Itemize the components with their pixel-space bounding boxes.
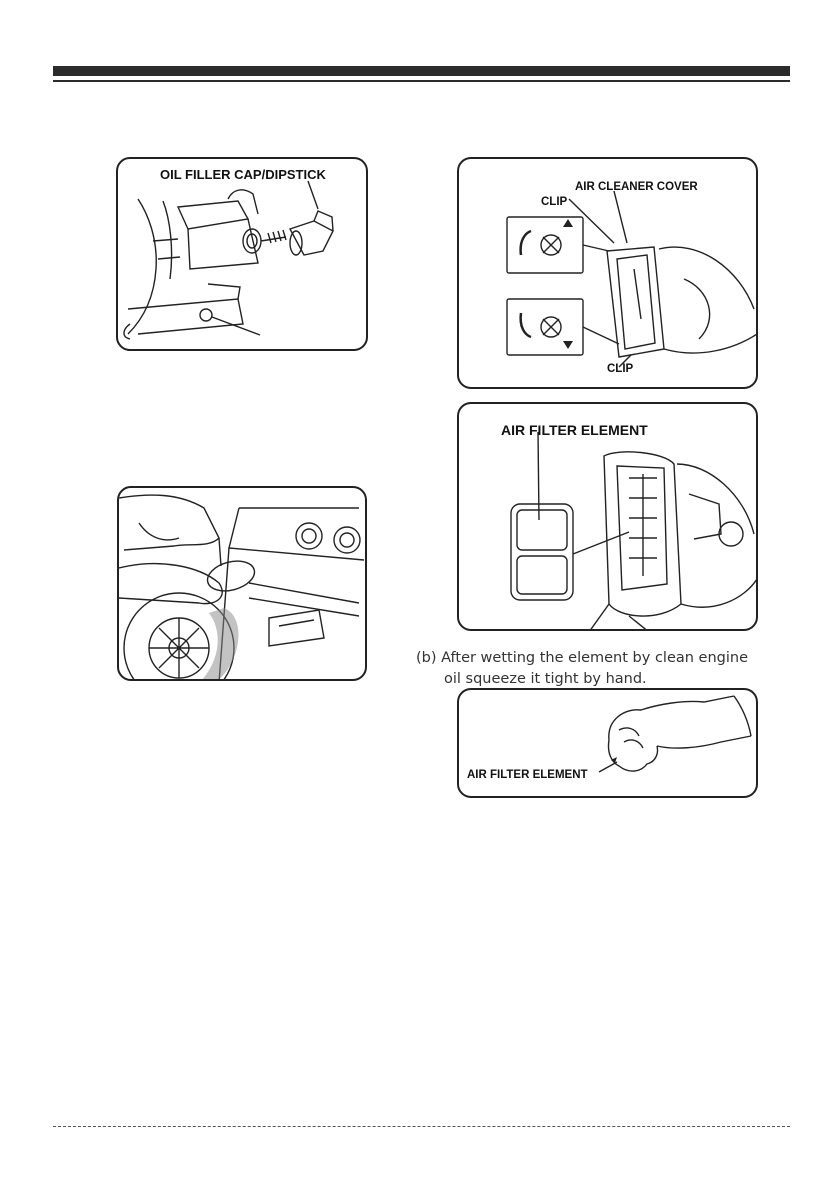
air-filter-element-icon (459, 404, 758, 631)
hand-squeeze-icon (459, 690, 758, 798)
air-filter-element-label: AIR FILTER ELEMENT (501, 422, 648, 438)
air-cleaner-cover-label: AIR CLEANER COVER (575, 181, 698, 193)
air-cleaner-cover-icon (459, 159, 758, 389)
oil-filler-figure: OIL FILLER CAP/DIPSTICK (116, 157, 368, 351)
squeeze-step-caption-line2: oil squeeze it tight by hand. (444, 669, 647, 689)
squeeze-air-filter-element-label: AIR FILTER ELEMENT (467, 769, 588, 781)
air-cleaner-cover-figure: AIR CLEANER COVER CLIP CLIP (457, 157, 758, 389)
clip-bottom-label: CLIP (607, 363, 633, 375)
oil-filler-cap-label: OIL FILLER CAP/DIPSTICK (160, 167, 326, 182)
oil-filler-cap-icon (118, 159, 368, 351)
footer-rule (53, 1126, 790, 1127)
clip-top-label: CLIP (541, 196, 567, 208)
header-bar (53, 66, 790, 76)
header-rule (53, 80, 790, 82)
squeeze-element-figure: AIR FILTER ELEMENT (457, 688, 758, 798)
oil-pouring-icon (119, 488, 367, 681)
oil-pour-figure (117, 486, 367, 681)
air-filter-element-figure: AIR FILTER ELEMENT (457, 402, 758, 631)
squeeze-step-caption-line1: (b) After wetting the element by clean e… (416, 648, 748, 668)
